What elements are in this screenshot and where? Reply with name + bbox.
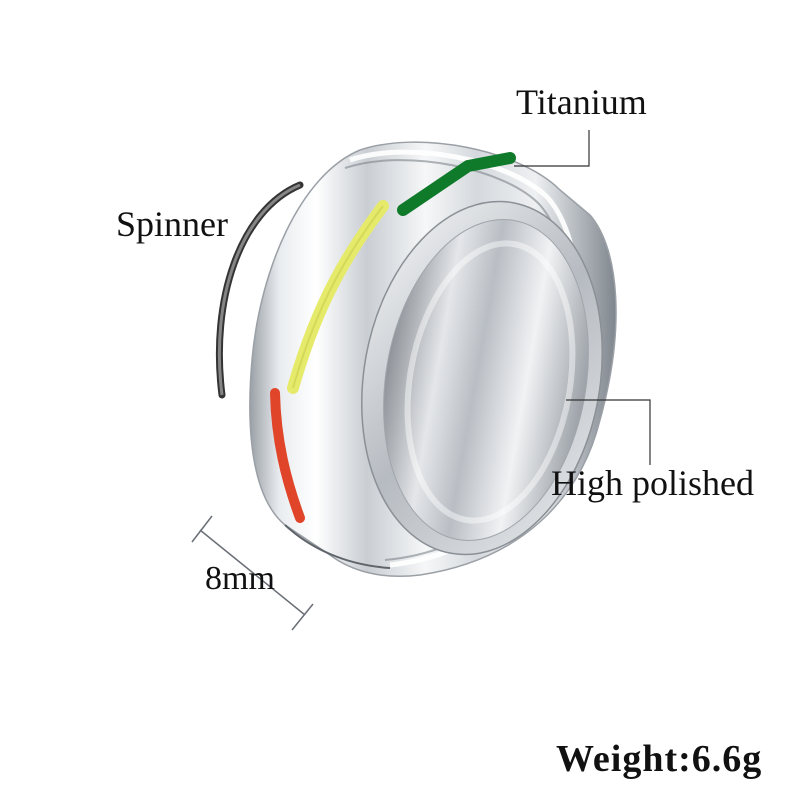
leader-polished (566, 399, 651, 465)
width-label: 8mm (205, 560, 275, 597)
weight-label: Weight:6.6g (556, 740, 762, 778)
weight-value: 6.6g (691, 738, 763, 780)
material-label: Titanium (516, 82, 647, 122)
finish-label: High polished (551, 463, 754, 503)
type-label: Spinner (116, 204, 228, 244)
stripe-green (397, 152, 516, 216)
stripe-red (270, 388, 305, 523)
weight-label-text: Weight: (556, 738, 692, 780)
width-dimension-mark (191, 515, 314, 631)
leader-titanium (514, 130, 590, 167)
ring-inner-surface (383, 219, 589, 541)
spin-motion-arc (215, 181, 304, 399)
